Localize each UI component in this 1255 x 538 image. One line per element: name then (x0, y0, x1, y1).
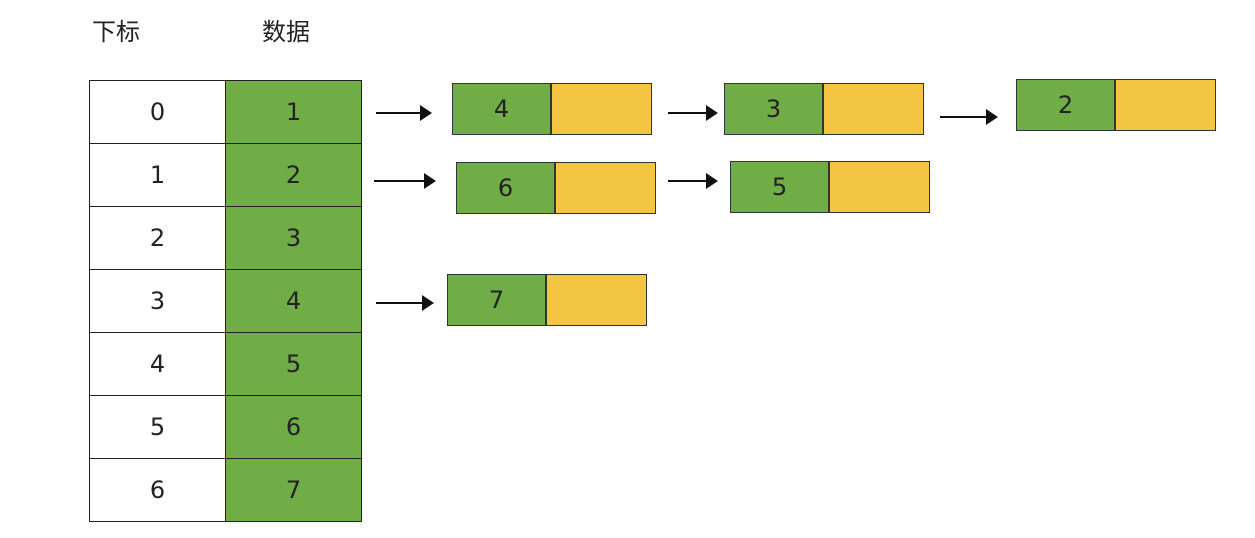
table-row: 5 6 (90, 396, 362, 459)
node-value: 7 (448, 275, 548, 325)
node-pointer (552, 84, 651, 134)
value-cell: 4 (226, 270, 362, 332)
value-cell: 2 (226, 144, 362, 206)
node-value: 6 (457, 163, 557, 213)
list-node: 5 (730, 161, 930, 213)
node-value: 4 (453, 84, 553, 134)
index-cell: 0 (90, 81, 226, 143)
index-cell: 4 (90, 333, 226, 395)
table-row: 1 2 (90, 144, 362, 207)
table-row: 2 3 (90, 207, 362, 270)
hash-table: 0 1 1 2 2 3 3 4 4 5 5 6 6 7 (89, 80, 362, 522)
node-pointer (1116, 80, 1215, 130)
data-header: 数据 (262, 18, 310, 46)
value-cell: 1 (226, 81, 362, 143)
list-node: 7 (447, 274, 647, 326)
arrow-icon (668, 105, 718, 121)
table-row: 3 4 (90, 270, 362, 333)
list-node: 4 (452, 83, 652, 135)
node-pointer (547, 275, 646, 325)
list-node: 6 (456, 162, 656, 214)
node-value: 2 (1017, 80, 1117, 130)
node-pointer (556, 163, 655, 213)
value-cell: 7 (226, 459, 362, 521)
node-value: 5 (731, 162, 831, 212)
arrow-icon (376, 105, 432, 121)
table-row: 0 1 (90, 81, 362, 144)
index-header: 下标 (92, 18, 140, 46)
value-cell: 6 (226, 396, 362, 458)
arrow-icon (376, 295, 434, 311)
node-value: 3 (725, 84, 825, 134)
index-cell: 1 (90, 144, 226, 206)
index-cell: 2 (90, 207, 226, 269)
table-row: 4 5 (90, 333, 362, 396)
value-cell: 5 (226, 333, 362, 395)
node-pointer (824, 84, 923, 134)
table-row: 6 7 (90, 459, 362, 522)
arrow-icon (374, 173, 436, 189)
arrow-icon (668, 173, 718, 189)
index-cell: 3 (90, 270, 226, 332)
node-pointer (830, 162, 929, 212)
list-node: 3 (724, 83, 924, 135)
index-cell: 5 (90, 396, 226, 458)
value-cell: 3 (226, 207, 362, 269)
list-node: 2 (1016, 79, 1216, 131)
arrow-icon (940, 109, 998, 125)
index-cell: 6 (90, 459, 226, 521)
